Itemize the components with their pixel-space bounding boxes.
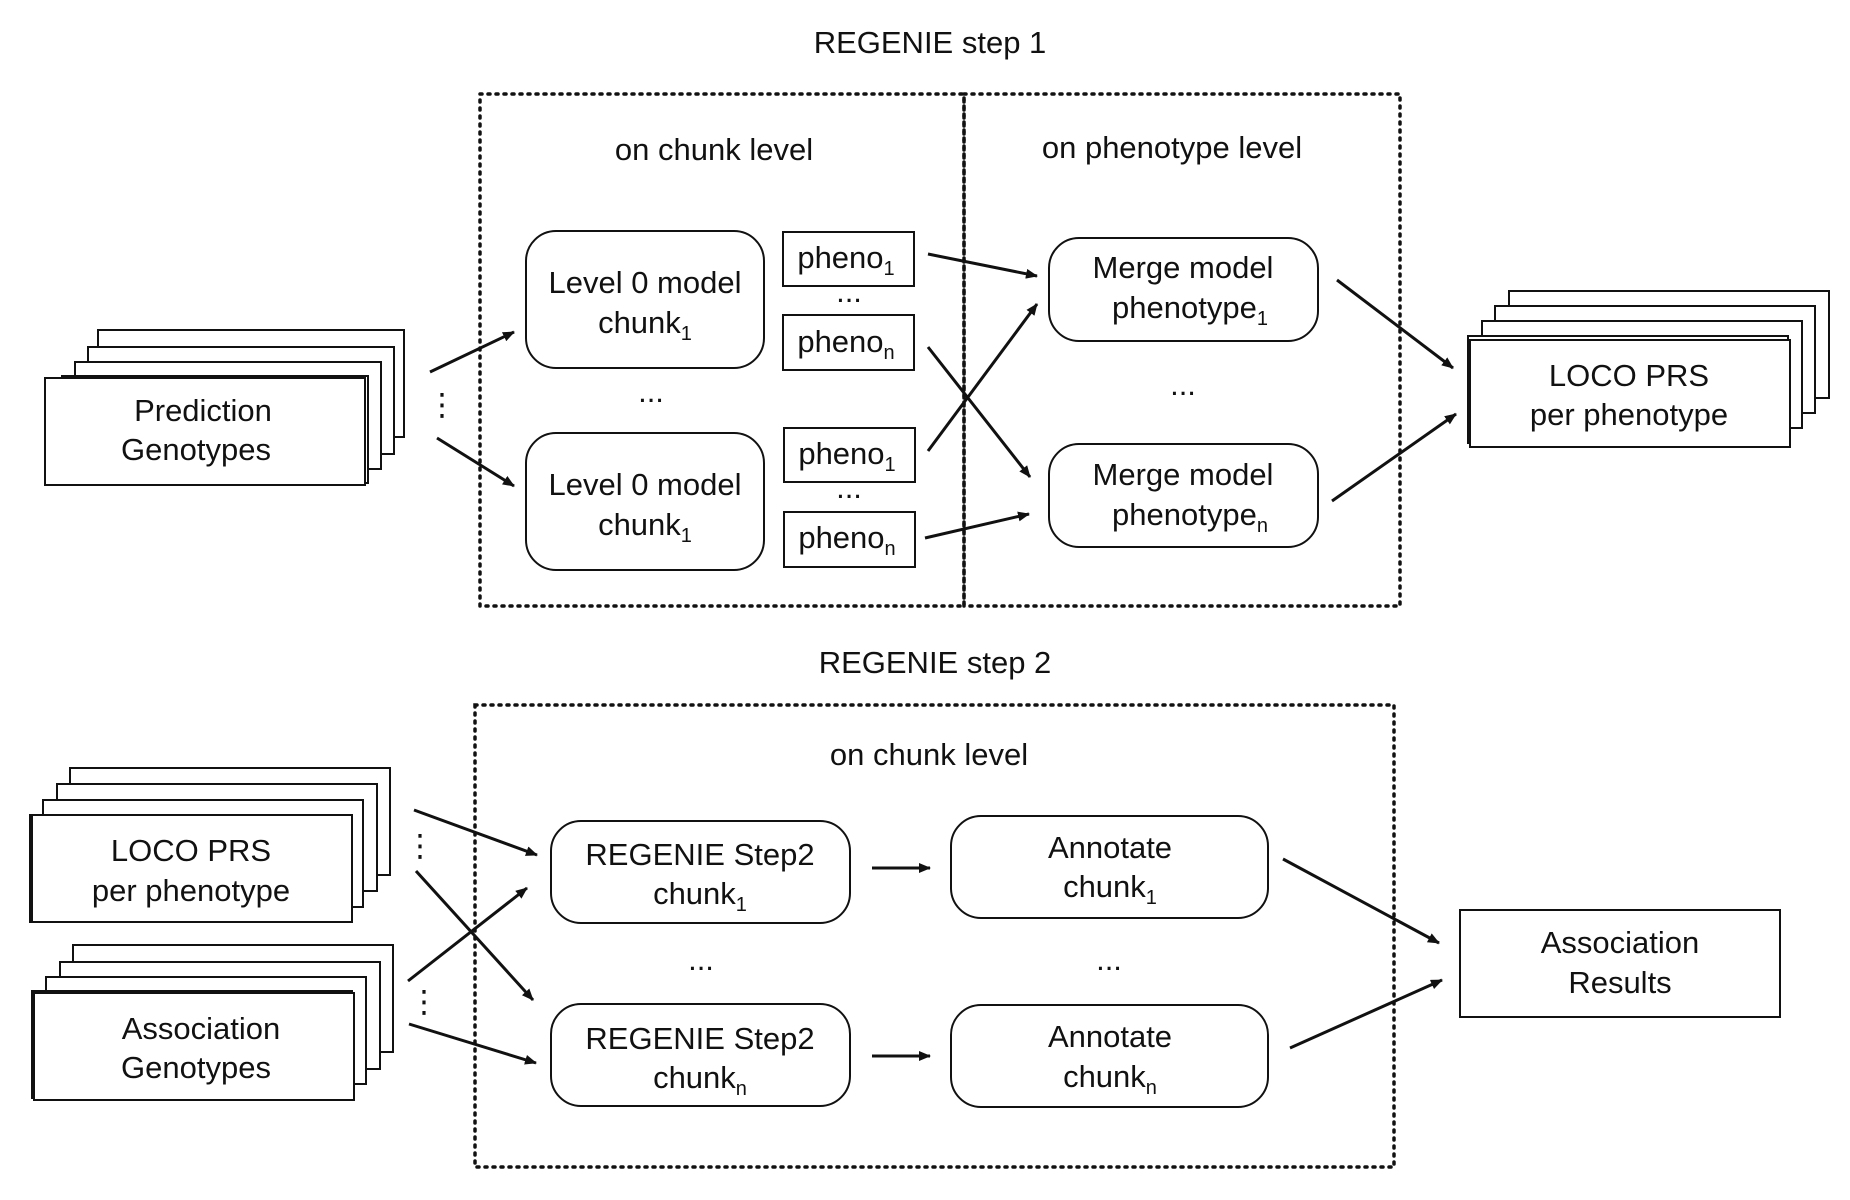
prediction-genotypes-line1: Prediction	[134, 393, 272, 428]
svg-text:phenotype1: phenotype1	[1112, 290, 1268, 330]
association-genotypes-stack: Association Genotypes	[31, 944, 394, 1101]
association-results-line2: Results	[1568, 965, 1671, 1000]
merge-top-line2: phenotype	[1112, 290, 1257, 325]
svg-text:pheno1: pheno1	[798, 436, 895, 476]
step2-chunk-level-label: on chunk level	[830, 737, 1028, 772]
step1-phenotype-level-label: on phenotype level	[1042, 130, 1302, 165]
svg-text:chunkn: chunkn	[653, 1060, 747, 1100]
annotate-top-sub: 1	[1146, 887, 1157, 909]
level0-top-line2: chunk	[598, 305, 681, 340]
svg-text:pheno1: pheno1	[797, 240, 894, 280]
annotate-top-line1: Annotate	[1048, 830, 1172, 865]
loco-prs-input-stack: LOCO PRS per phenotype	[29, 767, 391, 923]
association-results-box: Association Results	[1459, 909, 1781, 1018]
level0-top-sub: 1	[681, 323, 692, 345]
arrow-geno-to-regenie-top	[407, 886, 528, 983]
level0-top-line1: Level 0 model	[548, 265, 741, 300]
annotate-chunk-bottom: Annotate chunkn	[950, 1004, 1269, 1108]
arrow-pheno1b-to-merge1	[926, 303, 1039, 452]
association-results-line1: Association	[1541, 925, 1700, 960]
loco-prs-input-line2: per phenotype	[92, 873, 290, 908]
step1-level0-ellipsis: ...	[638, 374, 664, 409]
regenie-top-sub: 1	[736, 894, 747, 916]
merge-bottom-line1: Merge model	[1093, 457, 1274, 492]
annotate-bottom-line2: chunk	[1063, 1059, 1146, 1094]
svg-text:phenotypen: phenotypen	[1112, 497, 1268, 537]
svg-text:chunkn: chunkn	[1063, 1059, 1157, 1099]
arrow-genotypes-to-level0-bottom	[436, 436, 515, 488]
pheno-box-bottom-n: phenon	[783, 511, 916, 568]
level0-bottom-sub: 1	[681, 525, 692, 547]
step1-title: REGENIE step 1	[814, 25, 1047, 60]
pheno-box-top-1: pheno1	[782, 231, 915, 287]
arrow-merge1-to-loco	[1336, 278, 1454, 370]
merge-bottom-sub: n	[1257, 515, 1268, 537]
regenie-bottom-sub: n	[736, 1078, 747, 1100]
loco-prs-output-stack: LOCO PRS per phenotype	[1467, 290, 1830, 448]
merge-ellipsis: ...	[1170, 367, 1196, 402]
loco-prs-input-line1: LOCO PRS	[111, 833, 271, 868]
regenie-top-line2: chunk	[653, 876, 736, 911]
arrow-phenonb-to-mergen	[924, 511, 1030, 540]
svg-text:chunk1: chunk1	[1063, 869, 1157, 909]
svg-text:chunk1: chunk1	[598, 507, 692, 547]
pheno-box-top-n: phenon	[782, 314, 915, 371]
prediction-genotypes-stack: Prediction Genotypes	[44, 329, 405, 486]
merge-top-sub: 1	[1257, 308, 1268, 330]
step2-prs-vertical-ellipsis: ⋮	[405, 828, 436, 863]
merge-model-phenotype-bottom: Merge model phenotypen	[1048, 443, 1319, 548]
step1-phenotype-level-frame	[962, 92, 1402, 608]
svg-text:Genotypes: Genotypes	[121, 432, 271, 467]
merge-top-line1: Merge model	[1093, 250, 1274, 285]
step2-geno-vertical-ellipsis: ⋮	[409, 984, 440, 1019]
regenie-ellipsis: ...	[688, 942, 714, 977]
arrow-genotypes-to-level0-top	[429, 330, 515, 374]
regenie-step2-chunk-bottom: REGENIE Step2 chunkn	[550, 1003, 851, 1107]
arrow-geno-to-regenie-bottom	[408, 1022, 537, 1065]
level0-bottom-line1: Level 0 model	[548, 467, 741, 502]
regenie-top-line1: REGENIE Step2	[585, 837, 814, 872]
merge-bottom-line2: phenotype	[1112, 497, 1257, 532]
arrow-prs-to-regenie-bottom	[414, 869, 535, 1002]
pheno-bottom-ellipsis: ...	[836, 470, 862, 505]
prediction-genotypes-line2: Genotypes	[121, 432, 271, 467]
arrow-prs-to-regenie-top	[413, 808, 538, 857]
arrow-annotate-top-to-results	[1282, 857, 1440, 945]
annotate-chunk-top: Annotate chunk1	[950, 815, 1269, 919]
arrow-annotate-bottom-to-results	[1289, 978, 1443, 1050]
pheno-top-ellipsis: ...	[836, 274, 862, 309]
merge-model-phenotype-top: Merge model phenotype1	[1048, 237, 1319, 342]
association-genotypes-line2: Genotypes	[121, 1050, 271, 1085]
svg-text:phenon: phenon	[798, 520, 895, 560]
step1-chunk-level-frame	[478, 92, 966, 608]
level0-model-chunk-bottom: Level 0 model chunk1	[525, 432, 765, 571]
svg-text:Prediction: Prediction	[134, 393, 272, 428]
annotate-bottom-sub: n	[1146, 1077, 1157, 1099]
level0-bottom-line2: chunk	[598, 507, 681, 542]
level0-model-chunk-top: Level 0 model chunk1	[525, 230, 765, 369]
regenie-bottom-line2: chunk	[653, 1060, 736, 1095]
loco-prs-output-line1: LOCO PRS	[1549, 358, 1709, 393]
annotate-bottom-line1: Annotate	[1048, 1019, 1172, 1054]
annotate-ellipsis: ...	[1096, 942, 1122, 977]
annotate-top-line2: chunk	[1063, 869, 1146, 904]
association-genotypes-line1: Association	[122, 1011, 281, 1046]
step1-input-vertical-ellipsis: ⋮	[427, 387, 458, 422]
loco-prs-output-line2: per phenotype	[1530, 397, 1728, 432]
svg-text:chunk1: chunk1	[598, 305, 692, 345]
regenie-bottom-line1: REGENIE Step2	[585, 1021, 814, 1056]
svg-text:chunk1: chunk1	[653, 876, 747, 916]
pheno-box-bottom-1: pheno1	[783, 427, 916, 483]
svg-text:phenon: phenon	[797, 324, 894, 364]
arrow-pheno1-to-merge1	[927, 252, 1038, 279]
arrow-mergen-to-loco	[1331, 412, 1457, 503]
regenie-step2-chunk-top: REGENIE Step2 chunk1	[550, 820, 851, 924]
step2-title: REGENIE step 2	[819, 645, 1052, 680]
step1-chunk-level-label: on chunk level	[615, 132, 813, 167]
arrow-phenon-to-mergen	[926, 346, 1032, 478]
